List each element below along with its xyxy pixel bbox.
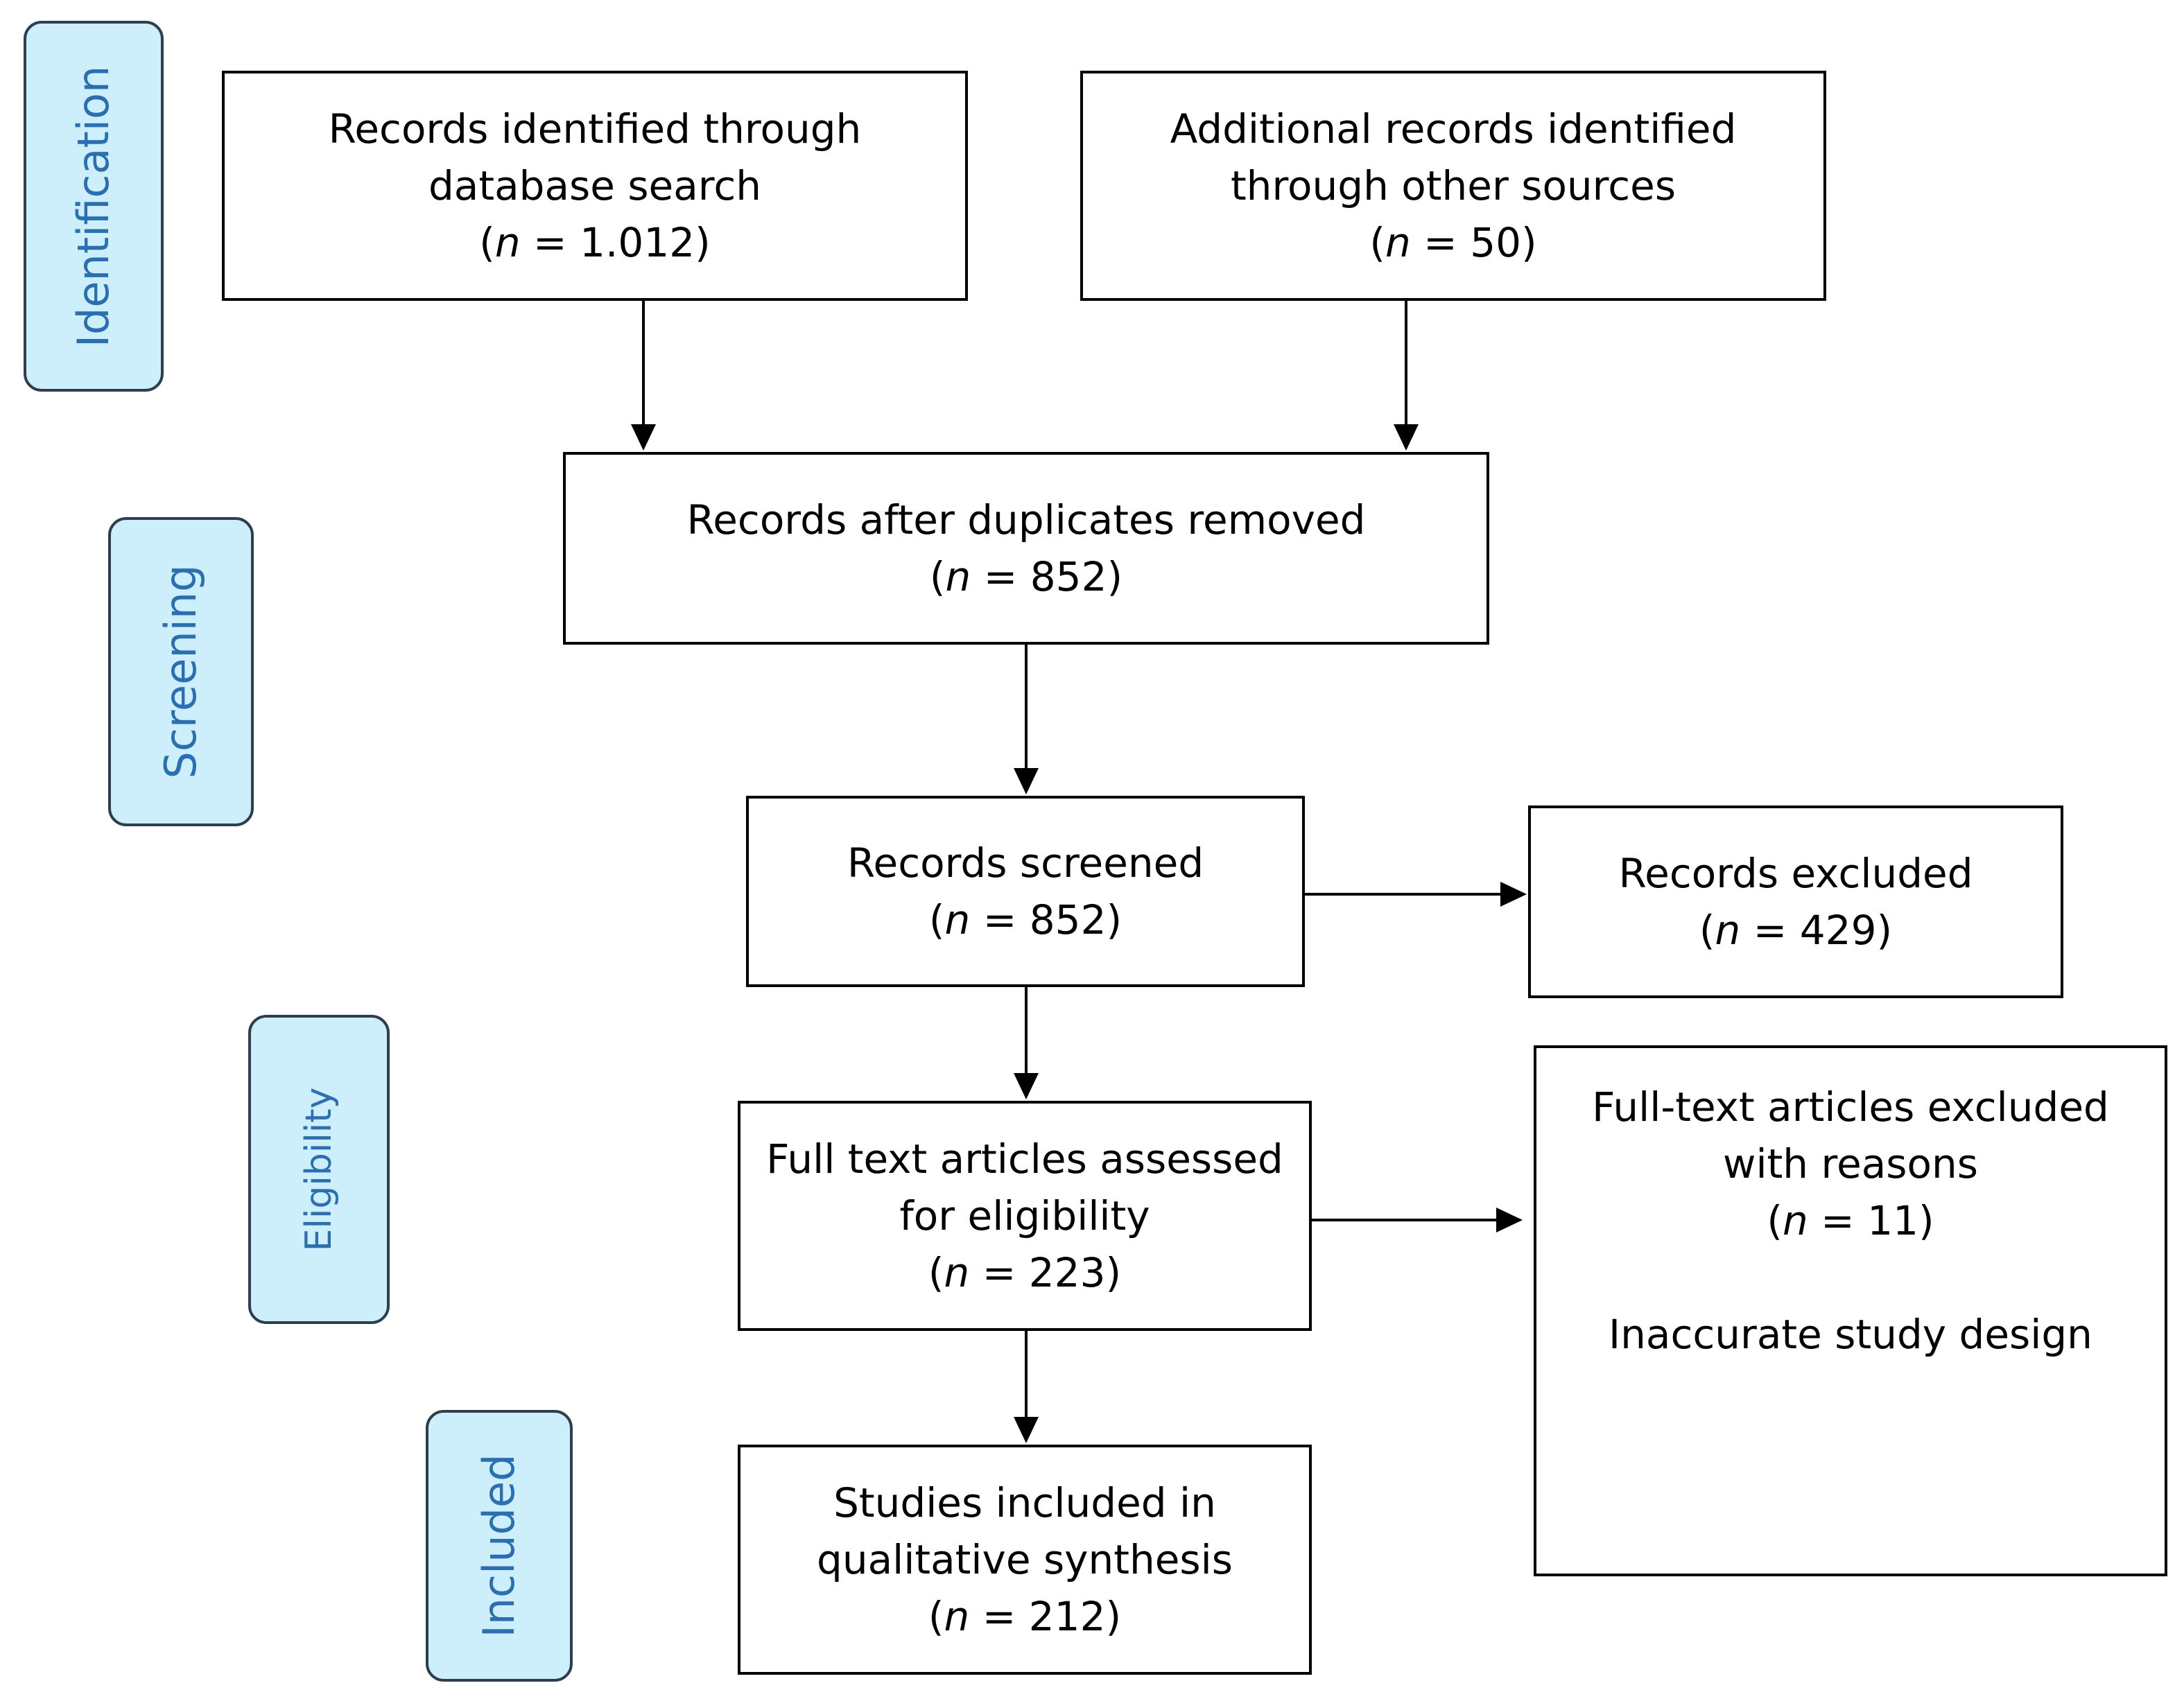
box-other-sources: Additional records identified through ot… (1080, 71, 1826, 301)
arrowhead-assessed-to-excluded (1496, 1208, 1523, 1232)
arrowhead-assessed-to-included (1014, 1417, 1039, 1443)
duplicates-removed-count: (n = 852) (929, 553, 1123, 600)
records-excluded-line1: Records excluded (1618, 850, 1973, 897)
duplicates-removed-line1: Records after duplicates removed (686, 496, 1366, 543)
full-text-excluded-reason: Inaccurate study design (1609, 1311, 2092, 1358)
included-studies-line2: qualitative synthesis (817, 1536, 1233, 1583)
box-duplicates-removed: Records after duplicates removed (n = 85… (563, 452, 1489, 645)
box-records-excluded: Records excluded (n = 429) (1528, 805, 2063, 998)
box-full-text-assessed: Full text articles assessed for eligibil… (738, 1101, 1312, 1331)
phase-eligibility: Eligibility (248, 1015, 390, 1324)
arrowhead-screened-to-excluded (1500, 882, 1527, 907)
arrowhead-other-to-duplicates (1394, 424, 1419, 451)
arrowhead-database-to-duplicates (631, 424, 656, 451)
arrowhead-duplicates-to-screened (1014, 768, 1039, 794)
arrowhead-screened-to-assessed (1014, 1073, 1039, 1099)
phase-included: Included (426, 1410, 573, 1682)
database-search-line1: Records identified through (328, 105, 862, 153)
full-text-excluded-line1: Full-text articles excluded (1592, 1083, 2109, 1131)
records-screened-line1: Records screened (847, 839, 1204, 887)
full-text-excluded-count: (n = 11) (1767, 1197, 1934, 1244)
box-records-screened: Records screened (n = 852) (746, 796, 1305, 987)
phase-identification: Identification (24, 21, 164, 392)
full-text-excluded-line2: with reasons (1723, 1140, 1978, 1187)
other-sources-line1: Additional records identified (1170, 105, 1737, 153)
full-text-assessed-count: (n = 223) (928, 1249, 1122, 1296)
other-sources-count: (n = 50) (1369, 219, 1537, 266)
database-search-line2: database search (428, 162, 761, 209)
full-text-assessed-line2: for eligibility (899, 1192, 1150, 1239)
phase-screening: Screening (108, 517, 254, 826)
records-excluded-count: (n = 429) (1699, 907, 1893, 954)
included-studies-count: (n = 212) (928, 1593, 1122, 1640)
included-studies-line1: Studies included in (833, 1479, 1216, 1526)
box-included-studies: Studies included in qualitative synthesi… (738, 1445, 1312, 1675)
box-full-text-excluded: Full-text articles excluded with reasons… (1534, 1045, 2167, 1576)
box-database-search: Records identified through database sear… (222, 71, 968, 301)
other-sources-line2: through other sources (1230, 162, 1676, 209)
full-text-assessed-line1: Full text articles assessed (766, 1135, 1283, 1183)
records-screened-count: (n = 852) (928, 896, 1123, 943)
database-search-count: (n = 1.012) (479, 219, 711, 266)
